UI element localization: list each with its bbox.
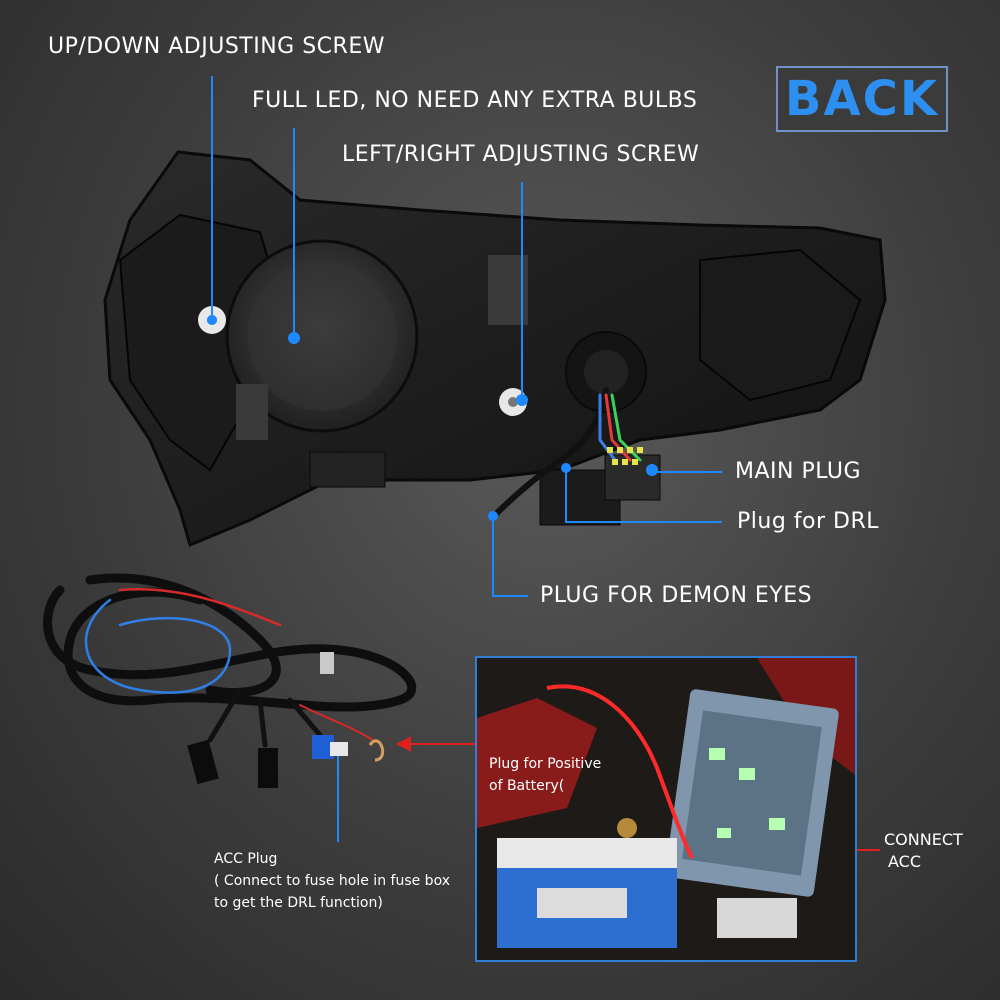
label-acc-plug: ACC Plug ( Connect to fuse hole in fuse …: [214, 848, 450, 914]
back-badge: BACK: [776, 66, 948, 132]
label-acc-line1: ACC Plug: [214, 851, 278, 867]
label-plug-positive: Plug for Positive of Battery(: [489, 753, 601, 797]
callout-markers: [207, 315, 658, 753]
label-plug-positive-line2: of Battery(: [489, 778, 565, 794]
label-full-led: FULL LED, NO NEED ANY EXTRA BULBS: [252, 88, 698, 113]
back-label: BACK: [784, 71, 940, 127]
label-left-right-screw: LEFT/RIGHT ADJUSTING SCREW: [342, 142, 700, 167]
label-main-plug: MAIN PLUG: [735, 459, 862, 484]
engine-bay-photo: [475, 656, 857, 962]
engine-bay-drawing: [477, 658, 855, 960]
label-acc-line2: ( Connect to fuse hole in fuse box: [214, 873, 450, 889]
callout-lines: [211, 76, 722, 842]
label-connect-line2: ACC: [888, 852, 922, 871]
headlight-wires: [492, 387, 643, 518]
connectors: [187, 652, 385, 788]
label-plug-drl: Plug for DRL: [737, 509, 880, 534]
label-acc-line3: to get the DRL function): [214, 895, 383, 911]
label-up-down-screw: UP/DOWN ADJUSTING SCREW: [48, 34, 385, 59]
label-connect-acc: CONNECT ACC: [884, 829, 963, 873]
headlight-housing: [103, 150, 887, 548]
wiring-harness: [43, 573, 417, 748]
label-plug-demon-eyes: PLUG FOR DEMON EYES: [540, 583, 813, 608]
label-plug-positive-line1: Plug for Positive: [489, 756, 602, 772]
label-connect-line1: CONNECT: [884, 830, 963, 849]
